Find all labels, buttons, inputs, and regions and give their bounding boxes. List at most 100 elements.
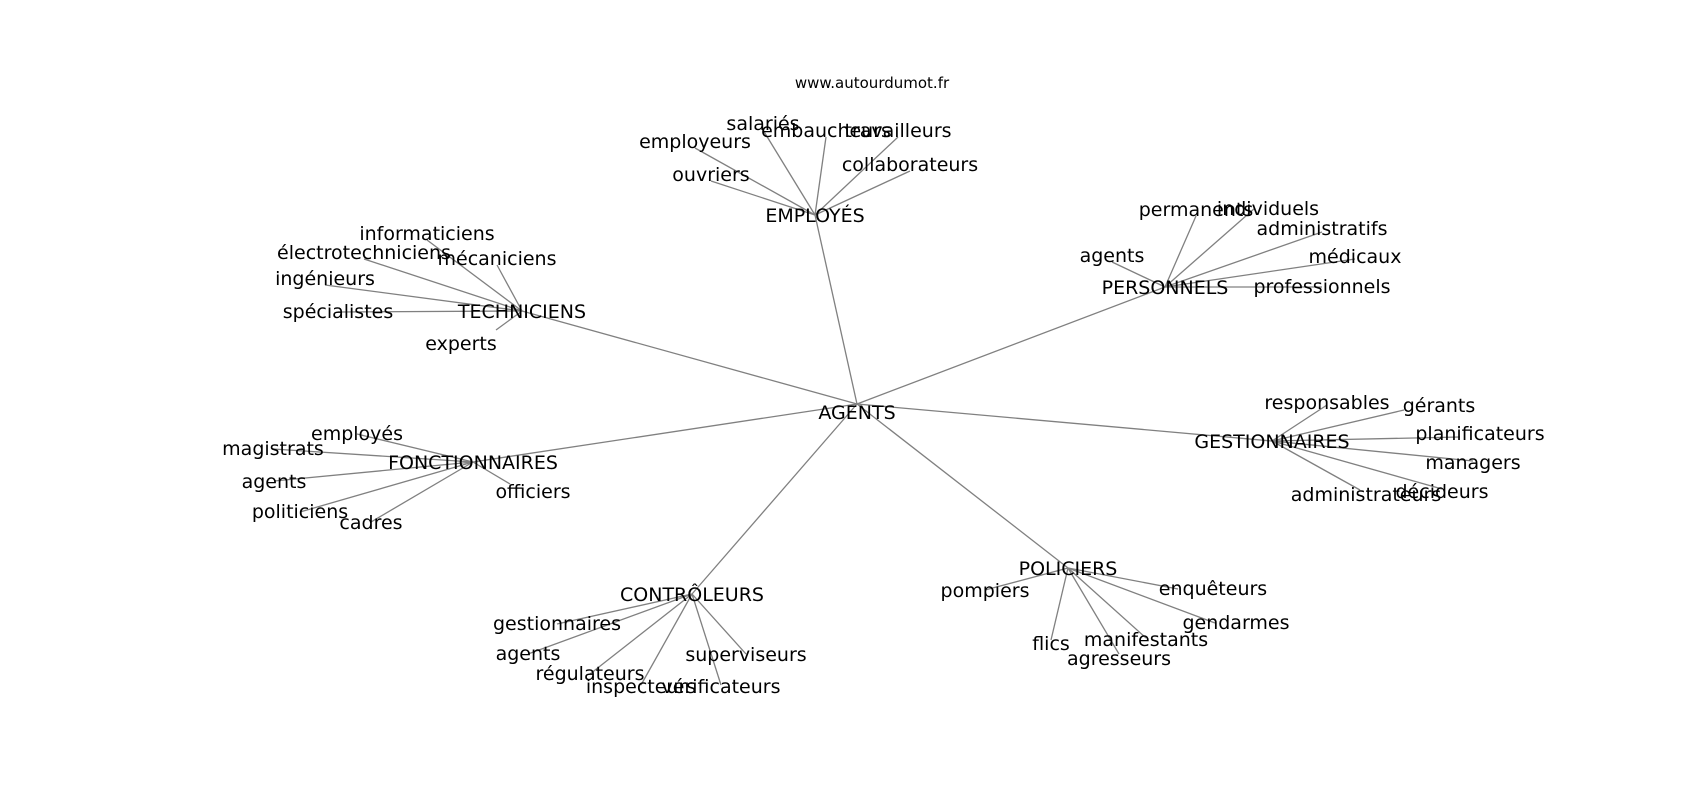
leaf-edge [1164, 215, 1197, 288]
leaf-word: planificateurs [1415, 423, 1544, 445]
leaf-edge [1164, 207, 1256, 288]
leaf-edge [814, 136, 899, 216]
leaf-edge [272, 448, 474, 463]
center-edge [521, 310, 858, 405]
leaf-word: politiciens [252, 501, 348, 523]
group-node: PERSONNELS [1102, 277, 1229, 299]
leaf-edge [370, 461, 474, 523]
leaf-word: agents [1080, 245, 1145, 267]
group-node: FONCTIONNAIRES [388, 452, 558, 474]
leaf-edge [1067, 567, 1120, 655]
leaf-word: mécaniciens [438, 248, 557, 270]
leaf-edge [1271, 436, 1461, 442]
leaf-edge [273, 461, 474, 482]
leaf-word: employés [311, 423, 403, 445]
leaf-edge [472, 461, 511, 485]
leaf-word: médicaux [1309, 246, 1402, 268]
leaf-edge [589, 593, 693, 675]
leaf-edge [527, 593, 693, 655]
leaf-edge [691, 593, 747, 655]
source-watermark: www.autourdumot.fr [795, 74, 950, 92]
leaf-edge [1164, 231, 1323, 288]
leaf-word: travailleurs [844, 120, 951, 142]
leaf-word: agents [496, 643, 561, 665]
center-edge [856, 286, 1166, 405]
leaf-word: cadres [339, 512, 402, 534]
leaf-word: responsables [1264, 392, 1389, 414]
leaf-word: agresseurs [1067, 648, 1171, 670]
leaf-word: informaticiens [359, 223, 494, 245]
group-node: GESTIONNAIRES [1194, 431, 1349, 453]
leaf-word: ouvriers [672, 164, 749, 186]
leaf-word: flics [1032, 633, 1070, 655]
leaf-edge [762, 129, 816, 216]
leaf-edge [691, 593, 722, 686]
center-edge [691, 403, 858, 595]
leaf-edge [1164, 258, 1356, 288]
group-node: POLICIERS [1019, 558, 1118, 580]
center-node: AGENTS [818, 402, 895, 424]
leaf-edge [1271, 440, 1361, 491]
leaf-edge [356, 433, 474, 463]
leaf-word: professionnels [1253, 276, 1390, 298]
leaf-edge [324, 284, 523, 312]
leaf-word: superviseurs [685, 644, 806, 666]
leaf-word: agents [242, 471, 307, 493]
leaf-word: décideurs [1396, 481, 1489, 503]
graph-edges [272, 129, 1474, 686]
leaf-edge [299, 461, 474, 513]
leaf-word: administrateurs [1291, 484, 1442, 506]
leaf-word: embaucheurs [761, 120, 891, 142]
group-node: EMPLOYÉS [765, 204, 864, 227]
group-node: TECHNICIENS [457, 301, 586, 323]
leaf-edge [496, 264, 523, 312]
leaf-word: gérants [1403, 395, 1476, 417]
leaf-edge [640, 593, 693, 686]
center-edge [814, 214, 858, 405]
leaf-edge [1271, 409, 1405, 442]
leaf-edge [495, 310, 523, 331]
leaf-edge [1067, 567, 1147, 639]
leaf-word: administratifs [1257, 218, 1388, 240]
leaf-edge [426, 239, 523, 312]
graph-labels: www.autourdumot.fr AGENTS EMPLOYÉS salari… [222, 74, 1544, 698]
leaf-edge [337, 310, 523, 313]
leaf-word: pompiers [941, 580, 1030, 602]
leaf-edge [1050, 567, 1069, 641]
leaf-edge [1271, 404, 1328, 442]
leaf-word: gendarmes [1182, 612, 1289, 634]
leaf-word: vérificateurs [662, 676, 781, 698]
leaf-word: enquêteurs [1159, 578, 1267, 600]
leaf-edge [363, 258, 523, 312]
leaf-word: magistrats [222, 438, 324, 460]
leaf-word: régulateurs [536, 663, 645, 685]
leaf-edge [710, 180, 816, 216]
center-edge [856, 403, 1273, 442]
leaf-edge [556, 593, 693, 625]
leaf-edge [1067, 567, 1179, 590]
leaf-word: électrotechniciens [277, 242, 451, 264]
leaf-word: permanents [1139, 199, 1254, 221]
leaf-edge [814, 136, 827, 216]
leaf-word: spécialistes [283, 301, 394, 323]
leaf-word: inspecteurs [586, 676, 696, 698]
leaf-edge [1271, 440, 1443, 490]
leaf-edge [1271, 440, 1474, 462]
group-node: CONTRÔLEURS [620, 582, 764, 606]
leaf-word: salariés [726, 113, 799, 135]
leaf-word: managers [1425, 452, 1520, 474]
leaf-word: collaborateurs [842, 154, 978, 176]
leaf-word: gestionnaires [493, 613, 621, 635]
leaf-edge [814, 170, 911, 216]
leaf-word: ingénieurs [275, 268, 375, 290]
leaf-edge [694, 147, 816, 216]
leaf-word: manifestants [1084, 629, 1208, 651]
leaf-word: employeurs [639, 131, 751, 153]
leaf-word: experts [425, 333, 497, 355]
leaf-edge [1111, 261, 1166, 288]
leaf-edge [1067, 567, 1216, 624]
center-edge [856, 403, 1069, 569]
leaf-word: individuels [1217, 198, 1319, 220]
leaf-edge [984, 567, 1069, 591]
